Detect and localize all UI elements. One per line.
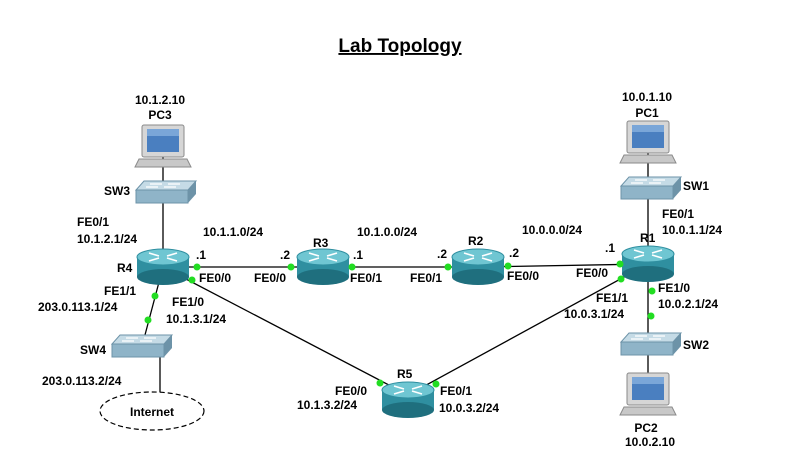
port-dot — [287, 263, 295, 271]
pc-icon[interactable] — [619, 372, 677, 416]
pc2-ip-label: 10.0.2.10 — [625, 435, 675, 449]
router-icon[interactable] — [136, 248, 190, 286]
r1-fe10-ip-label: 10.0.2.1/24 — [658, 297, 718, 311]
router-icon[interactable] — [381, 381, 435, 419]
r3-name-label: R3 — [313, 236, 329, 250]
r2-fe00-label: FE0/0 — [507, 269, 539, 283]
switch-icon[interactable] — [620, 176, 682, 200]
r2-dot2-right-label: .2 — [509, 246, 519, 260]
r1-fe01-label: FE0/1 — [662, 207, 694, 221]
pc1-name-label: PC1 — [635, 106, 659, 120]
r5-name-label: R5 — [397, 367, 413, 381]
r3-dot1-label: .1 — [353, 248, 363, 262]
port-dot — [348, 263, 356, 271]
sw1-name-label: SW1 — [683, 179, 709, 193]
r4-dot1-label: .1 — [196, 248, 206, 262]
r5-fe00-label: FE0/0 — [335, 384, 367, 398]
net-10-1-1-label: 10.1.1.0/24 — [203, 225, 263, 239]
r2-fe01-label: FE0/1 — [410, 271, 442, 285]
port-dots — [144, 260, 656, 388]
r1-fe11-label: FE1/1 — [596, 291, 628, 305]
r1-fe11-ip-label: 10.0.3.1/24 — [564, 307, 624, 321]
diagram-title: Lab Topology — [338, 36, 462, 57]
sw4-ip-label: 203.0.113.2/24 — [42, 374, 122, 388]
port-dot — [376, 379, 384, 387]
pc-icon[interactable] — [134, 124, 192, 168]
r4-fe11-ip-label: 203.0.113.1/24 — [38, 300, 118, 314]
pc1-ip-label: 10.0.1.10 — [622, 90, 672, 104]
router-icon[interactable] — [451, 248, 505, 286]
r1-name-label: R1 — [640, 231, 656, 245]
pc2-name-label: PC2 — [634, 421, 658, 435]
port-dot — [432, 380, 440, 388]
r3-dot2-label: .2 — [280, 248, 290, 262]
router-icon[interactable] — [621, 245, 675, 283]
port-dot — [444, 263, 452, 271]
link-r4-r5 — [162, 266, 409, 396]
port-dot — [144, 316, 152, 324]
sw2-name-label: SW2 — [683, 338, 709, 352]
r5-fe01-ip-label: 10.0.3.2/24 — [439, 401, 499, 415]
r1-fe00-label: FE0/0 — [576, 266, 608, 280]
switch-icon[interactable] — [620, 332, 682, 356]
r4-fe10-label: FE1/0 — [172, 295, 204, 309]
r4-fe11-label: FE1/1 — [104, 284, 136, 298]
r3-fe01-label: FE0/1 — [350, 271, 382, 285]
sw4-name-label: SW4 — [80, 343, 106, 357]
r5-fe00-ip-label: 10.1.3.2/24 — [297, 398, 357, 412]
net-10-1-0-label: 10.1.0.0/24 — [357, 225, 417, 239]
internet-label: Internet — [130, 405, 174, 419]
r1-fe10-label: FE1/0 — [658, 281, 690, 295]
port-dot — [647, 312, 655, 320]
r4-fe10-ip-label: 10.1.3.1/24 — [166, 312, 226, 326]
port-dot — [617, 275, 625, 283]
r2-name-label: R2 — [468, 234, 484, 248]
pc3-ip-label: 10.1.2.10 — [135, 93, 185, 107]
port-dot — [504, 262, 512, 270]
pc3-name-label: PC3 — [148, 108, 172, 122]
r1-dot1-label: .1 — [605, 241, 615, 255]
port-dot — [151, 292, 159, 300]
port-dot — [616, 260, 624, 268]
port-dot — [193, 263, 201, 271]
switch-icon[interactable] — [111, 334, 173, 358]
r1-fe01-ip-label: 10.0.1.1/24 — [662, 223, 722, 237]
r3-fe00-label: FE0/0 — [254, 271, 286, 285]
port-dot — [188, 276, 196, 284]
r4-name-label: R4 — [117, 261, 133, 275]
net-10-0-0-label: 10.0.0.0/24 — [522, 223, 582, 237]
router-icon[interactable] — [296, 248, 350, 286]
link-r1-r5 — [407, 263, 649, 396]
port-dot — [648, 287, 656, 295]
r5-fe01-label: FE0/1 — [440, 384, 472, 398]
pc-icon[interactable] — [619, 120, 677, 164]
r4-fe01-label: FE0/1 — [77, 215, 109, 229]
switch-icon[interactable] — [135, 180, 197, 204]
r4-fe01-ip-label: 10.1.2.1/24 — [77, 232, 137, 246]
sw3-name-label: SW3 — [104, 184, 130, 198]
r2-dot2-left-label: .2 — [437, 247, 447, 261]
r4-fe00-label: FE0/0 — [199, 271, 231, 285]
cloud-icon[interactable] — [99, 391, 205, 431]
